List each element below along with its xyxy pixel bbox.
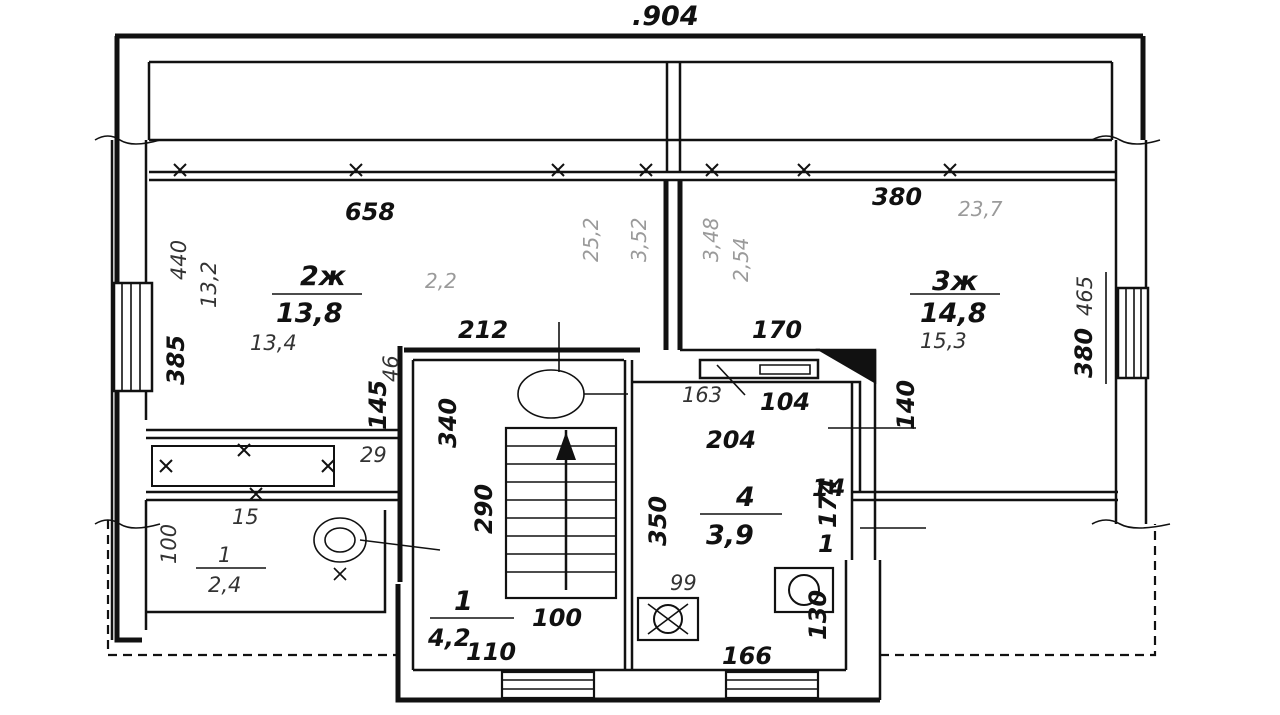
dashed-outline	[106, 520, 1157, 657]
room2-note-area: 13,2	[197, 261, 221, 308]
bottom-windows	[500, 670, 820, 700]
room1-depth-dim: 290	[470, 484, 498, 534]
room2-number: 2ж	[300, 261, 347, 292]
left-side-wall	[94, 135, 161, 640]
room1-number: 1	[454, 586, 473, 617]
pencil-note-2-2: 2,2	[425, 269, 457, 293]
pencil-note-3-52: 3,52	[627, 217, 651, 262]
room1-top-width-dim: 212	[458, 316, 508, 344]
room2-area-alt: 13,4	[250, 331, 297, 355]
x-marks	[173, 163, 957, 177]
overall-width-dim: .904	[632, 1, 699, 32]
pencil-note-23-7: 23,7	[958, 197, 1003, 221]
dim-46: 46	[379, 355, 403, 382]
room4-width-dim: 204	[706, 426, 756, 454]
dim-170: 170	[752, 316, 802, 344]
sink	[773, 566, 835, 614]
room3-number: 3ж	[932, 266, 979, 297]
dim-99: 99	[670, 571, 697, 595]
staircase	[504, 322, 628, 600]
room2-width-dim: 658	[345, 198, 395, 226]
dim-174: 174	[814, 478, 842, 528]
dim-1: 1	[818, 530, 835, 558]
room1-area: 4,2	[427, 624, 471, 652]
room4-number: 4	[735, 482, 755, 513]
outer-walls	[114, 33, 1146, 643]
room4-alt-depth-dim: 163	[682, 383, 722, 407]
dim-145: 145	[364, 380, 392, 430]
right-side-wall	[1091, 135, 1171, 529]
bath-width-note: 15	[232, 505, 259, 529]
room4-alt-width-dim: 104	[760, 388, 810, 416]
bath-area: 2,4	[208, 573, 241, 597]
room4-depth-dim: 350	[644, 496, 672, 546]
room2-depth-dim: 385	[162, 335, 190, 385]
room2-area: 13,8	[276, 298, 343, 329]
room4-area: 3,9	[706, 520, 754, 551]
pencil-note-2-54: 2,54	[729, 237, 753, 282]
stove	[636, 596, 700, 642]
room3-note-depth: 465	[1073, 276, 1097, 316]
room3-area-alt: 15,3	[920, 329, 967, 353]
room1-inner-width-dim: 100	[532, 604, 582, 632]
beam-line	[149, 163, 1116, 182]
bath-number: 1	[218, 543, 231, 567]
dim-130: 130	[804, 590, 832, 640]
dim-29: 29	[360, 443, 387, 467]
room4-bottom-width-dim: 166	[722, 642, 772, 670]
room3-depth-dim: 380	[1070, 328, 1098, 378]
bathroom-area	[144, 428, 441, 630]
bath-depth-note: 100	[157, 524, 181, 564]
pencil-note-3-48: 3,48	[699, 217, 723, 262]
dim-140: 140	[892, 380, 920, 430]
room2-note-depth: 440	[167, 240, 191, 280]
room3-width-dim: 380	[872, 183, 922, 211]
pencil-note-25-2: 25,2	[579, 217, 603, 262]
room3-area: 14,8	[920, 298, 987, 329]
room1-upper-depth-dim: 340	[434, 398, 462, 448]
room1-width-dim: 110	[466, 638, 516, 666]
dim-14: 14	[812, 474, 845, 502]
interior-walls	[395, 180, 1118, 703]
